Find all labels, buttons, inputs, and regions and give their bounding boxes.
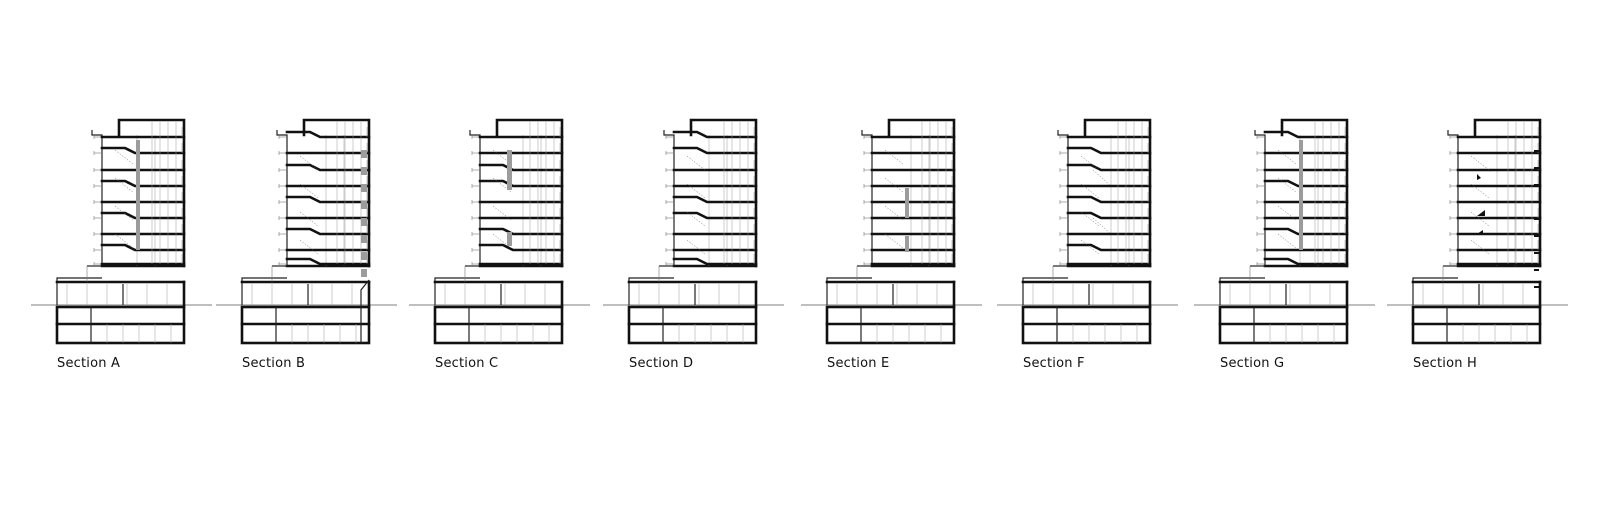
section-g-drawing [1194, 118, 1375, 345]
section-c-label: Section C [435, 356, 499, 371]
section-h-label: Section H [1413, 356, 1478, 371]
section-f-drawing [997, 118, 1178, 345]
section-e-label: Section E [827, 356, 890, 371]
section-a-label: Section A [57, 356, 121, 371]
section-e-drawing [801, 118, 982, 345]
section-h-drawing [1387, 118, 1568, 345]
section-b-label: Section B [242, 356, 306, 371]
section-f-label: Section F [1023, 356, 1085, 371]
section-d-drawing [603, 118, 784, 345]
section-g-label: Section G [1220, 356, 1285, 371]
section-d-label: Section D [629, 356, 694, 371]
section-b-drawing [216, 118, 397, 345]
section-a-drawing [31, 118, 212, 345]
section-c-drawing [409, 118, 590, 345]
